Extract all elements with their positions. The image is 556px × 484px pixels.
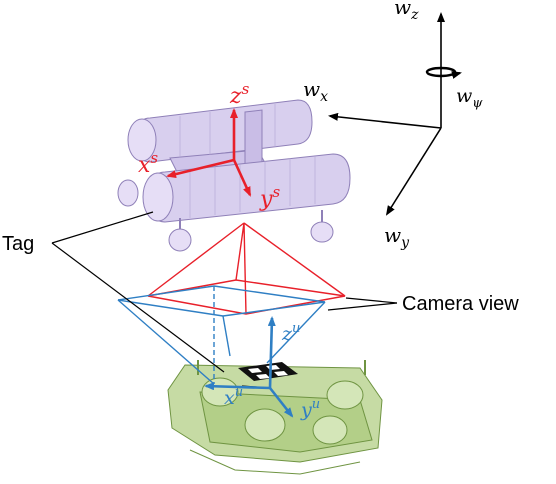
underwater-z-label: zu [281,321,300,345]
underwater-camera-frustum [117,285,326,389]
underwater-y-axis [268,387,294,418]
underwater-y-label: yu [300,397,320,421]
underwater-vehicle [167,360,383,475]
underwater-x-axis [204,382,271,391]
camera-view-label: Camera view [402,293,519,315]
surface-x-label: xs [138,149,158,178]
world-x-label: wx [303,77,328,105]
world-y-label: wy [384,223,410,251]
tag-label: Tag [2,233,34,255]
world-frame-axes [328,12,462,216]
surface-y-axis [232,159,252,197]
surface-y-label: ys [259,183,280,212]
surface-camera-frustum [147,222,346,315]
surface-z-label: zs [229,80,250,109]
underwater-frame-axes [204,316,294,418]
surface-frame-axes [166,108,252,197]
world-z-label: wz [394,0,419,23]
world-psi-label: wψ [456,85,483,111]
world-y-axis [385,127,442,216]
world-x-axis [328,112,442,129]
leader-lines [51,211,398,373]
underwater-x-label: xu [224,385,243,409]
surface-x-axis [166,158,235,179]
underwater-z-axis [267,316,276,389]
tag-marker [238,362,298,381]
